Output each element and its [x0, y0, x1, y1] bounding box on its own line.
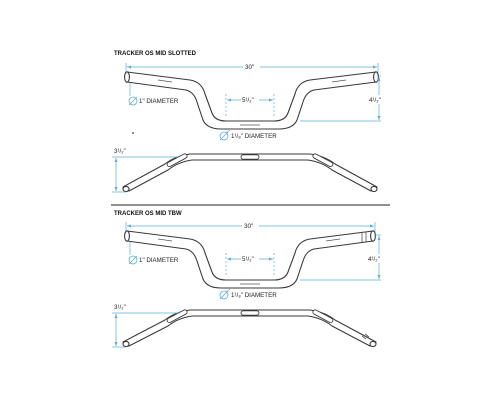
center-diameter-callout: 1¹/₈" DIAMETER [219, 129, 277, 141]
section-slotted: TRACKER OS MID SLOTTED 30" [112, 51, 381, 193]
width-label: 30" [245, 64, 254, 71]
handlebar-top-view [122, 153, 378, 193]
handlebar-front-view [124, 230, 376, 289]
bar-diameter-callout: 1" DIAMETER [128, 242, 179, 265]
pullback-label: 3¹/₂" [114, 304, 126, 311]
center-width-label: 5¹/₂" [242, 256, 254, 263]
section-title: TRACKER OS MID TBW [114, 211, 182, 217]
section-tbw: TRACKER OS MID TBW 30" [112, 211, 381, 348]
width-dimension: 30" [125, 63, 379, 74]
center-width-dimension: 5¹/₂" [225, 253, 275, 277]
pullback-label: 3¹/₂" [114, 148, 126, 155]
pullback-dimension: 3¹/₂" [112, 304, 180, 348]
diameter-icon [219, 131, 229, 141]
width-label: 30" [244, 223, 253, 230]
diameter-icon [128, 255, 138, 265]
center-diameter-label: 1¹/₈" DIAMETER [231, 133, 277, 140]
dot-mark [132, 132, 134, 134]
rise-label: 4¹/₂" [369, 97, 381, 104]
rise-label: 4¹/₂" [368, 256, 380, 263]
handlebar-top-view [122, 309, 377, 348]
bar-diameter-callout: 1" DIAMETER [128, 83, 179, 106]
center-width-dimension: 5¹/₂" [225, 94, 275, 118]
center-diameter-label: 1¹/₈" DIAMETER [231, 292, 277, 299]
pullback-dimension: 3¹/₂" [112, 148, 180, 193]
center-width-label: 5¹/₂" [242, 97, 254, 104]
rise-dimension: 4¹/₂" [300, 234, 381, 281]
center-diameter-callout: 1¹/₈" DIAMETER [219, 288, 277, 300]
handlebar-front-view [124, 71, 379, 130]
bar-diameter-label: 1" DIAMETER [139, 98, 179, 105]
width-dimension: 30" [125, 222, 376, 233]
rise-dimension: 4¹/₂" [300, 75, 381, 122]
diameter-icon [219, 290, 229, 300]
diameter-icon [128, 96, 138, 106]
bar-diameter-label: 1" DIAMETER [139, 257, 179, 264]
section-title: TRACKER OS MID SLOTTED [114, 51, 197, 57]
